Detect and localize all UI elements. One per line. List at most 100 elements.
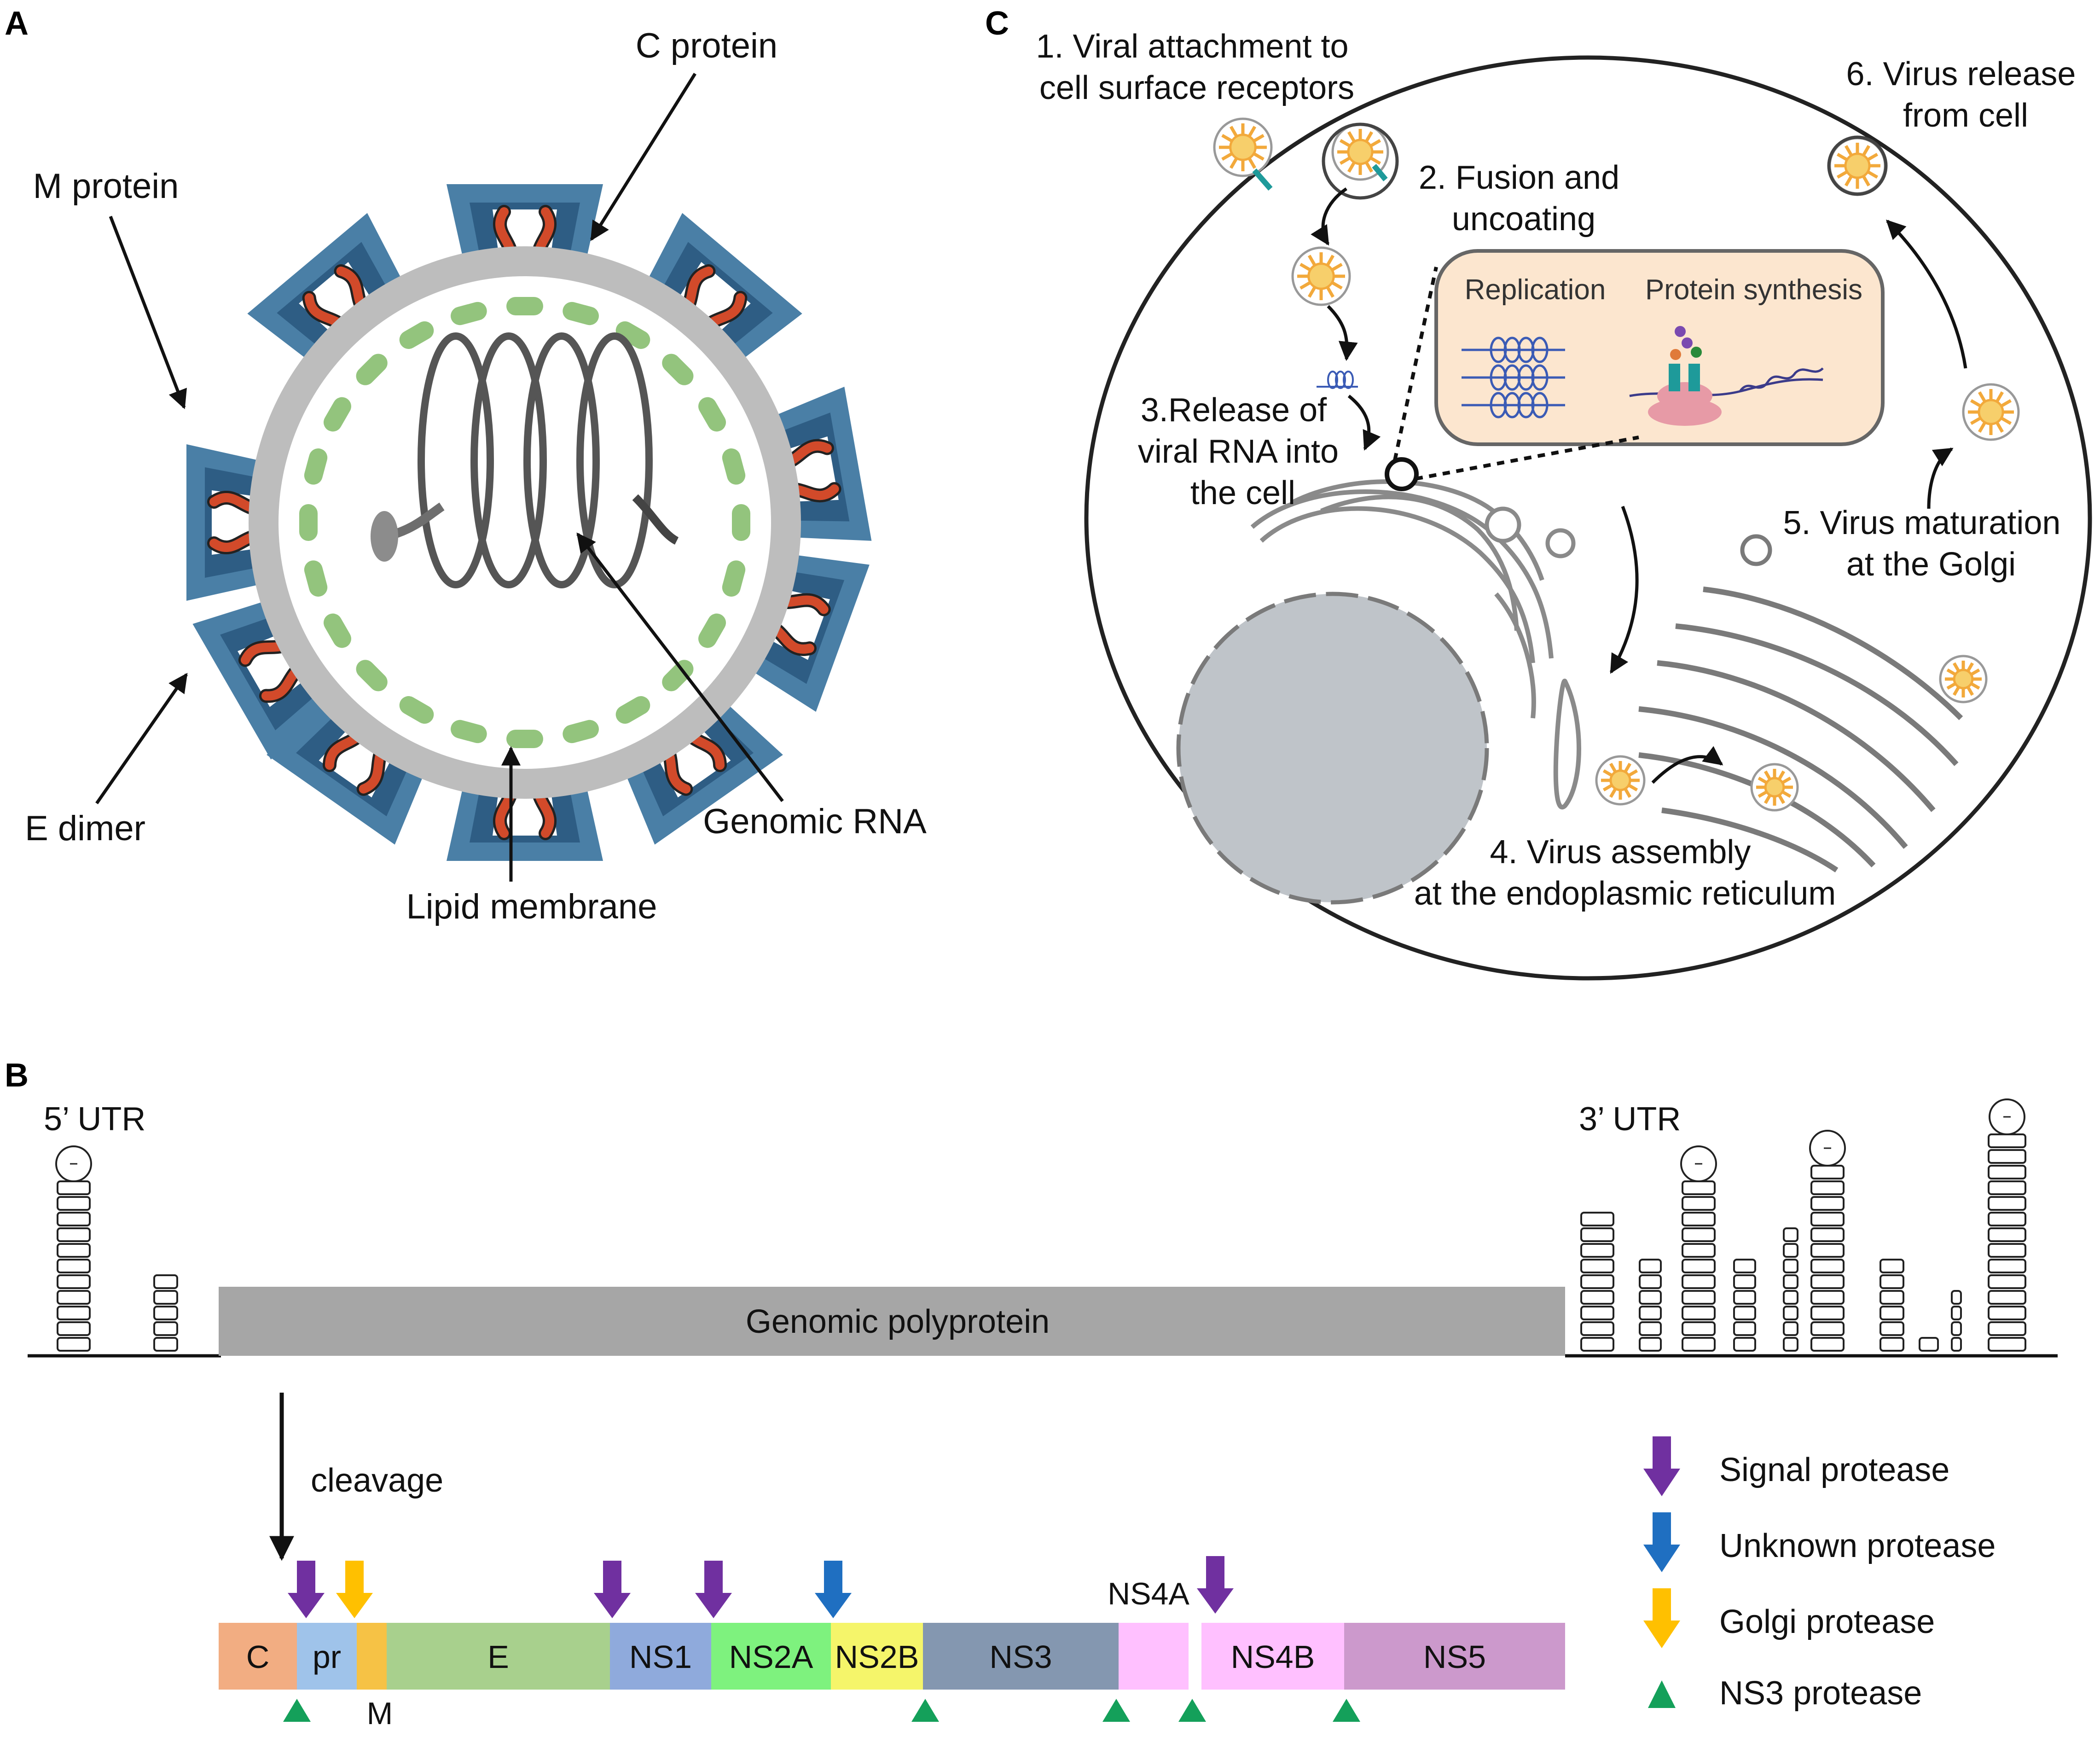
segment-label: NS3 bbox=[989, 1639, 1052, 1675]
polyprotein-segment: NS2B bbox=[831, 1623, 923, 1690]
c-protein bbox=[615, 321, 650, 349]
inset-origin-circle bbox=[1385, 457, 1419, 491]
legend-arrow-icon bbox=[1653, 1436, 1671, 1471]
ns4a-gap bbox=[1189, 1621, 1201, 1692]
c-protein bbox=[563, 302, 599, 325]
cell-receptors bbox=[1252, 164, 1388, 191]
released-rna-icon bbox=[1317, 371, 1358, 389]
legend-item: NS3 protease bbox=[1648, 1675, 1922, 1712]
stem-loop bbox=[1733, 1259, 1756, 1352]
protease-arrow bbox=[336, 1561, 373, 1618]
step3-label: 3.Release of viral RNA into the cell bbox=[1138, 392, 1348, 511]
arrow-to-assembly bbox=[1609, 505, 1639, 674]
arrow-step3-to-er bbox=[1347, 395, 1381, 451]
stem-loop bbox=[1639, 1259, 1662, 1352]
c-protein bbox=[698, 397, 726, 432]
cycle-arrows bbox=[1311, 187, 1967, 784]
label-c-protein: C protein bbox=[636, 26, 777, 65]
step3-line3: the cell bbox=[1190, 475, 1295, 511]
legend-label: Golgi protease bbox=[1719, 1603, 1935, 1640]
genomic-polyprotein-bar bbox=[219, 1287, 1565, 1356]
capsid-c-protein bbox=[299, 297, 750, 748]
panel-c: C Replication Protein synthesis bbox=[985, 5, 2092, 981]
inset-protein-synthesis-label: Protein synthesis bbox=[1645, 274, 1862, 306]
c-protein bbox=[299, 504, 318, 541]
protease-arrow bbox=[1197, 1556, 1234, 1614]
step6-line2: from cell bbox=[1903, 97, 2028, 134]
c-protein bbox=[451, 720, 487, 744]
polyprotein-segment: NS4B bbox=[1201, 1623, 1344, 1690]
c-protein bbox=[304, 448, 328, 485]
label-lipid-membrane: Lipid membrane bbox=[406, 887, 657, 926]
replication-rna-icon bbox=[1462, 337, 1565, 418]
segment-label: NS2B bbox=[835, 1639, 919, 1675]
step6-label: 6. Virus release from cell bbox=[1846, 56, 2085, 134]
c-protein bbox=[662, 354, 694, 385]
genomic-polyprotein-label: Genomic polyprotein bbox=[746, 1303, 1050, 1340]
legend-arrow-icon bbox=[1653, 1588, 1671, 1623]
arrow-step1-to-step2 bbox=[1311, 187, 1347, 246]
protease-arrow bbox=[695, 1561, 732, 1618]
e-dimer-unit bbox=[447, 776, 603, 861]
panel-c-letter: C bbox=[985, 5, 1009, 42]
c-protein bbox=[662, 660, 694, 691]
arrow-step2-to-step3 bbox=[1327, 305, 1358, 361]
rna-cap bbox=[371, 511, 398, 562]
arrow-genomic-rna bbox=[576, 532, 784, 802]
panel-a-letter: A bbox=[5, 5, 29, 42]
c-protein bbox=[506, 730, 543, 748]
cycle-virions bbox=[1213, 117, 2020, 812]
c-protein bbox=[304, 560, 328, 597]
inset-replication-label: Replication bbox=[1465, 274, 1606, 306]
legend-label: Unknown protease bbox=[1719, 1528, 1996, 1564]
c-protein bbox=[399, 696, 434, 724]
ns3-protease-triangle bbox=[283, 1699, 311, 1722]
e-dimer-unit bbox=[267, 697, 428, 845]
panel-a: A C protein M protein E dimer Lipid memb… bbox=[5, 5, 927, 926]
arrow-c-protein bbox=[590, 73, 696, 241]
inset-replication-protein-synthesis bbox=[1434, 249, 1885, 446]
ns3-protease-triangle bbox=[1178, 1699, 1206, 1722]
polyprotein-segment: NS1 bbox=[610, 1623, 711, 1690]
panel-a-arrows bbox=[95, 73, 784, 882]
stem-loop bbox=[1880, 1259, 1904, 1352]
segment-label: C bbox=[246, 1639, 270, 1675]
legend-item: Golgi protease bbox=[1643, 1588, 1935, 1648]
stem-loop bbox=[1988, 1098, 2026, 1352]
endosome bbox=[1322, 122, 1399, 200]
polyprotein-segment: E bbox=[387, 1623, 610, 1690]
protease-arrow bbox=[288, 1561, 325, 1618]
virion-icon bbox=[1750, 763, 1799, 812]
c-protein bbox=[356, 660, 388, 691]
step2-line2: uncoating bbox=[1452, 201, 1595, 238]
e-dimer-unit bbox=[247, 213, 406, 366]
step1-line2: cell surface receptors bbox=[1039, 70, 1354, 106]
legend-arrow-icon bbox=[1653, 1512, 1671, 1547]
stem-loop bbox=[55, 1145, 92, 1352]
c-protein bbox=[563, 720, 599, 744]
segment-label: NS2A bbox=[729, 1639, 813, 1675]
virion-icon bbox=[1939, 655, 1988, 703]
step6-line1: 6. Virus release bbox=[1846, 56, 2076, 93]
step4-line1: 4. Virus assembly bbox=[1490, 834, 1751, 871]
protease-arrow bbox=[594, 1561, 631, 1618]
legend-triangle-icon bbox=[1648, 1680, 1676, 1708]
legend-label: Signal protease bbox=[1719, 1452, 1949, 1488]
c-protein bbox=[399, 321, 434, 349]
c-protein bbox=[722, 560, 746, 597]
e-dimer-unit bbox=[643, 213, 802, 366]
polyprotein-segment bbox=[357, 1623, 387, 1690]
golgi-vesicle bbox=[1740, 534, 1772, 566]
segment-label: NS5 bbox=[1423, 1639, 1486, 1675]
cleavage-site-marks bbox=[283, 1556, 1360, 1722]
c-protein bbox=[323, 613, 351, 648]
step4-label: 4. Virus assembly at the endoplasmic ret… bbox=[1414, 834, 1836, 912]
m-label: M bbox=[367, 1696, 393, 1731]
polyprotein-segment: NS3 bbox=[923, 1623, 1119, 1690]
segment-label: NS1 bbox=[629, 1639, 692, 1675]
release-vesicle bbox=[1827, 135, 1888, 196]
nucleus bbox=[1176, 592, 1489, 905]
label-m-protein: M protein bbox=[33, 167, 179, 206]
